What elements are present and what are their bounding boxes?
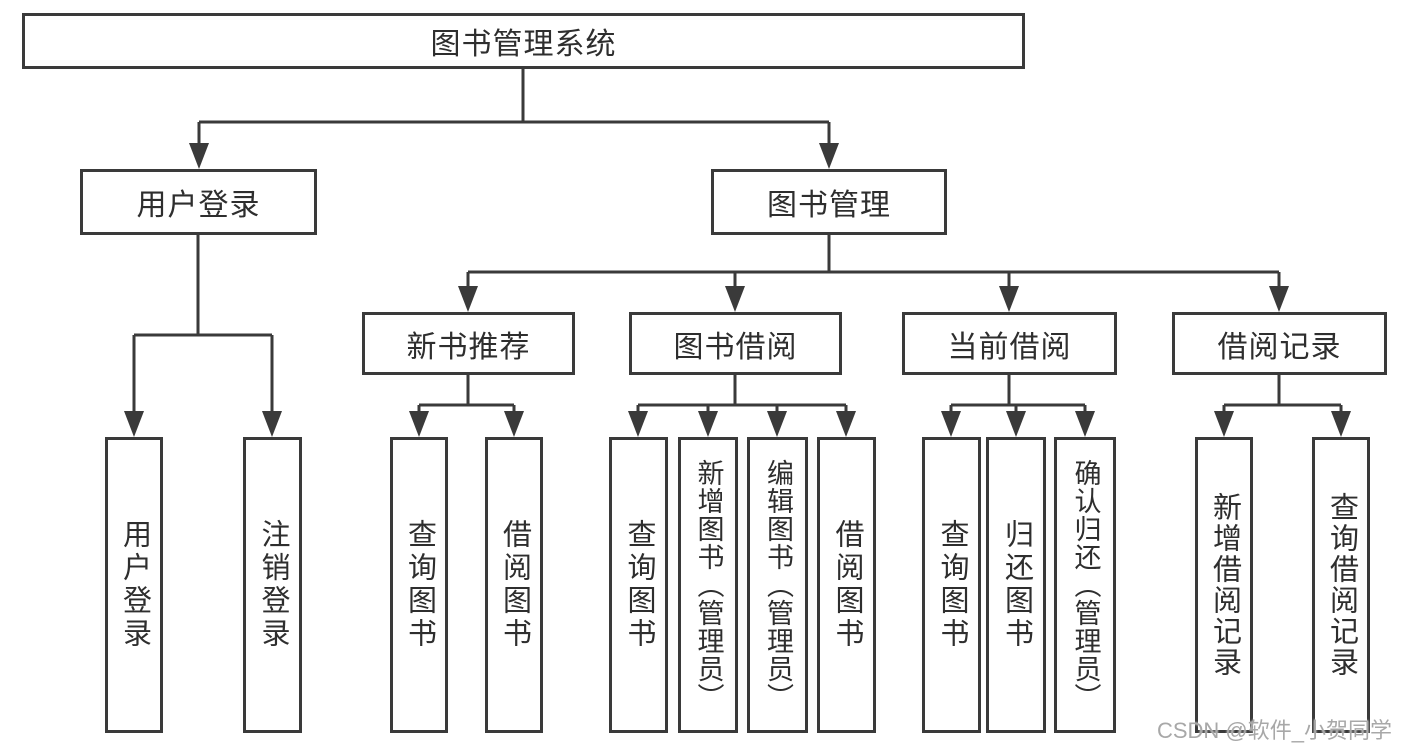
node-leaf-borrow-book: 借阅图书 [817,437,876,733]
node-leaf-record-query-label: 查询借阅记录 [1325,492,1358,678]
connector-root-to-level2 [189,69,839,169]
node-book-management-label: 图书管理 [767,189,891,222]
connector-borrowrecord-to-children [1214,375,1351,437]
node-book-management: 图书管理 [711,169,947,235]
node-leaf-confirm-return-admin-label: 确认归还（管理员） [1070,459,1101,711]
node-leaf-current-query: 查询图书 [922,437,981,733]
node-current-borrowing-label: 当前借阅 [947,330,1072,364]
node-leaf-newbook-borrow-label: 借阅图书 [498,519,531,651]
node-leaf-newbook-query: 查询图书 [390,437,448,733]
node-leaf-current-query-label: 查询图书 [936,519,968,651]
node-root-system-label: 图书管理系统 [430,28,617,61]
node-leaf-record-add: 新增借阅记录 [1195,437,1253,733]
node-leaf-logout: 注销登录 [243,437,302,733]
node-leaf-borrow-edit-admin-label: 编辑图书（管理员） [763,459,793,711]
node-root-system: 图书管理系统 [22,13,1025,69]
node-leaf-confirm-return-admin: 确认归还（管理员） [1054,437,1116,733]
connector-userlogin-to-children [124,235,282,437]
node-borrowing-records: 借阅记录 [1172,312,1387,375]
node-leaf-user-login-label: 用户登录 [118,519,151,651]
node-leaf-record-query: 查询借阅记录 [1312,437,1370,733]
node-leaf-borrow-add-admin-label: 新增图书（管理员） [693,459,724,711]
csdn-watermark: CSDN @软件_小贺同学 [1156,718,1392,743]
connector-bookmgmt-to-level3 [458,235,1289,312]
node-book-borrowing-label: 图书借阅 [673,330,798,364]
node-leaf-newbook-query-label: 查询图书 [403,519,436,651]
node-leaf-borrow-book-label: 借阅图书 [831,519,863,651]
node-book-borrowing: 图书借阅 [629,312,842,375]
node-user-login-label: 用户登录 [136,189,261,222]
node-leaf-borrow-add-admin: 新增图书（管理员） [678,437,738,733]
node-new-book-recommend-label: 新书推荐 [406,330,531,364]
node-leaf-return-book: 归还图书 [986,437,1046,733]
node-leaf-logout-label: 注销登录 [257,519,289,651]
node-leaf-record-add-label: 新增借阅记录 [1208,492,1241,678]
node-leaf-borrow-edit-admin: 编辑图书（管理员） [747,437,808,733]
connector-currentborrow-to-children [941,375,1095,437]
node-leaf-borrow-query: 查询图书 [609,437,668,733]
node-current-borrowing: 当前借阅 [902,312,1117,375]
node-new-book-recommend: 新书推荐 [362,312,575,375]
connector-newbook-to-children [409,375,524,437]
connector-bookborrow-to-children [628,375,856,437]
node-leaf-return-book-label: 归还图书 [1000,519,1033,651]
node-leaf-newbook-borrow: 借阅图书 [485,437,543,733]
node-leaf-borrow-query-label: 查询图书 [623,519,655,651]
node-leaf-user-login: 用户登录 [105,437,163,733]
node-user-login: 用户登录 [80,169,317,235]
node-borrowing-records-label: 借阅记录 [1217,330,1342,364]
